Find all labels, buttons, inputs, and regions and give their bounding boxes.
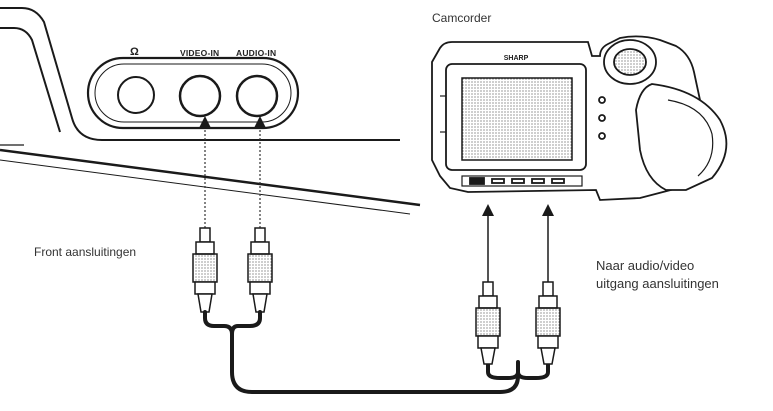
video-in-jack[interactable] — [178, 74, 222, 118]
headphone-label: Ω — [130, 46, 140, 58]
output-label-line1: Naar audio/video — [596, 258, 695, 273]
video-in-label: VIDEO-IN — [180, 48, 220, 58]
arrow-head-cam-video — [482, 204, 494, 216]
output-label-line2: uitgang aansluitingen — [596, 276, 719, 291]
rca-plug-audio-right — [535, 281, 561, 365]
audio-in-jack[interactable] — [235, 74, 279, 118]
rca-plug-audio-left — [247, 227, 273, 313]
audio-in-label: AUDIO-IN — [236, 48, 277, 58]
camcorder-brand: SHARP — [504, 55, 529, 62]
tv-front-panel — [0, 7, 421, 215]
rca-plug-video-right — [475, 281, 501, 365]
arrow-head-video-in — [199, 116, 211, 128]
camcorder-title: Camcorder — [432, 11, 492, 25]
front-connections-label: Front aansluitingen — [34, 245, 137, 259]
arrow-head-audio-in — [254, 116, 266, 128]
rca-plug-video-left — [192, 227, 218, 313]
av-cable — [203, 310, 550, 394]
arrow-head-cam-audio — [542, 204, 554, 216]
camcorder-body — [431, 35, 728, 201]
headphone-jack[interactable] — [117, 76, 155, 114]
